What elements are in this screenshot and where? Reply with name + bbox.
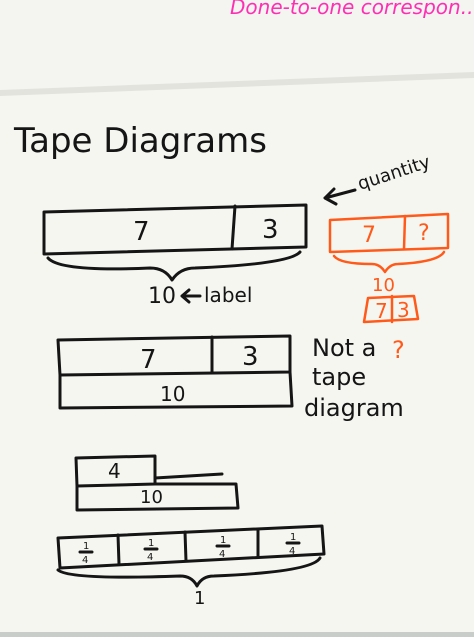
frac-4-den: 4	[289, 546, 295, 557]
tape-6-fraction-4: 1 4	[285, 532, 301, 557]
tape-5-total-row	[75, 482, 240, 512]
frac-1-den: 4	[82, 555, 88, 566]
tape-1-outline	[42, 203, 308, 256]
tape-5-total: 10	[140, 487, 163, 508]
note-diagram: diagram	[304, 394, 404, 422]
tape-diagram-2: 7 ? 10	[328, 212, 450, 296]
frac-3-den: 4	[219, 549, 225, 560]
tape-6-outline	[56, 524, 326, 570]
tape-3-part-a: 7	[375, 299, 388, 323]
tape-2-total: 10	[372, 275, 395, 296]
frac-4-num: 1	[290, 532, 296, 543]
tape-diagram-6: 1 4 1 4 1 4 1 4 1	[56, 524, 326, 609]
tape-6-fraction-1: 1 4	[78, 541, 94, 566]
tape-6-divider-2	[183, 530, 188, 563]
tape-4-part-b: 3	[242, 342, 259, 372]
tape-6-total: 1	[194, 588, 205, 609]
tape-4-total: 10	[160, 382, 185, 406]
tape-1-arrow	[180, 288, 202, 304]
tape-2-brace	[332, 250, 446, 274]
tape-diagram-5: 4 10	[74, 454, 240, 512]
note-tape: tape	[312, 363, 366, 391]
tape-1-part-a: 7	[133, 217, 150, 247]
frac-1-num: 1	[83, 541, 89, 552]
frac-3-num: 1	[220, 535, 226, 546]
tape-1-brace	[46, 250, 302, 282]
tape-4-part-a: 7	[140, 345, 157, 375]
note-not-a: Not a	[312, 334, 376, 362]
tape-6-fraction-3: 1 4	[215, 535, 231, 560]
tape-6-fraction-2: 1 4	[143, 538, 159, 563]
tape-1-total-note: label	[204, 283, 252, 307]
tape-2-part-b: ?	[418, 221, 430, 246]
quantity-arrow	[323, 187, 357, 206]
chart-title: Tape Diagrams	[13, 121, 267, 161]
tape-5-part-a: 4	[108, 459, 121, 483]
tape-diagram-1: 7 3 10 label	[42, 203, 308, 309]
top-note: Done-to-one correspon...	[230, 0, 474, 19]
tape-2-divider	[402, 214, 407, 251]
tape-2-outline	[328, 212, 450, 254]
tape-4-bottom-row	[58, 370, 294, 410]
tape-6-divider-1	[116, 533, 121, 566]
main-poster	[0, 72, 474, 632]
tape-2-part-a: 7	[362, 223, 376, 248]
frac-2-num: 1	[148, 538, 154, 549]
tape-1-part-b: 3	[262, 215, 279, 245]
note-question-mark: ?	[392, 336, 405, 364]
tape-1-total: 10	[148, 284, 176, 309]
tape-6-brace	[56, 556, 322, 588]
top-poster	[0, 0, 474, 95]
tape-3-part-b: 3	[397, 298, 410, 322]
tape-diagram-3: 7 3	[362, 294, 420, 324]
tape-1-divider	[230, 204, 237, 251]
tape-diagram-4: 7 3 10	[56, 334, 294, 410]
tape-5-open-line	[153, 472, 224, 480]
tape-3-outline	[362, 294, 420, 324]
frac-2-den: 4	[147, 552, 153, 563]
poster-shadow-top	[0, 72, 474, 96]
